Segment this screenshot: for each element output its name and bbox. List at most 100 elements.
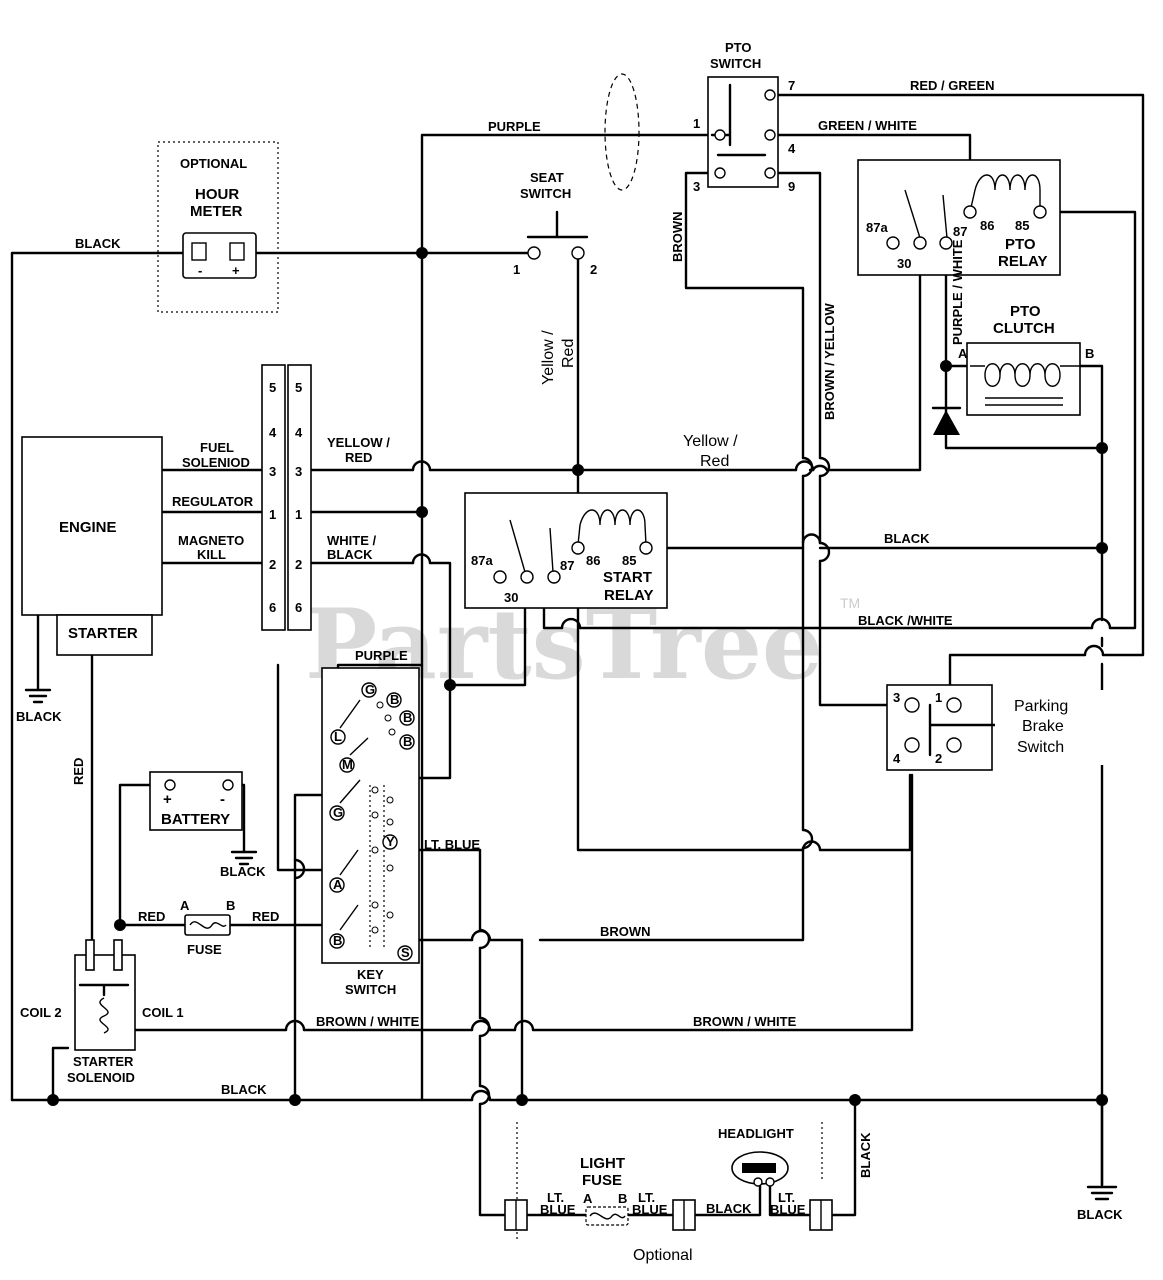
label-parking-brake-t4: 4 <box>893 751 901 766</box>
label-key-switch-pins-4: B <box>403 734 412 749</box>
label-start-relay-t85: 85 <box>622 553 636 568</box>
label-wire-labels-black-right-vert: BLACK <box>858 1132 873 1178</box>
label-wire-labels-white-black2: BLACK <box>327 547 373 562</box>
hour-meter-title-2: METER <box>190 203 243 220</box>
label-wire-labels-yellow-red-v2: Red <box>560 339 577 368</box>
label-fuse-a: A <box>180 898 190 913</box>
label-battery-plus: + <box>163 791 172 808</box>
label-engine-starter: STARTER <box>68 625 138 642</box>
label-light-section-optional: Optional <box>633 1247 693 1264</box>
label-engine-magneto1: MAGNETO <box>178 533 244 548</box>
label-engine-magneto2: KILL <box>197 547 226 562</box>
label-pto-clutch-title2: CLUTCH <box>993 320 1055 337</box>
label-pto-relay-title1: PTO <box>1005 236 1036 253</box>
label-parking-brake-line3: Switch <box>1017 739 1064 756</box>
label-wire-labels-lt1a: LT. <box>547 1190 564 1205</box>
label-wire-labels-black-head: BLACK <box>706 1201 752 1216</box>
label-start-relay-title1: START <box>603 569 652 586</box>
label-parking-brake-line2: Brake <box>1022 718 1064 735</box>
label-wire-labels-purple-mid: PURPLE <box>355 648 408 663</box>
label-seat-switch-title2: SWITCH <box>520 186 571 201</box>
label-key-switch-pins-0: G <box>365 682 375 697</box>
label-wire-labels-red-green: RED / GREEN <box>910 78 995 93</box>
label-wire-labels-green-white: GREEN / WHITE <box>818 118 917 133</box>
label-key-switch-pins-5: M <box>342 757 353 772</box>
label-key-switch-pins-3: L <box>334 729 342 744</box>
label-key-switch-title1: KEY <box>357 967 384 982</box>
label-connector-pins-0: 5 <box>295 380 302 395</box>
label-wire-labels-red-vert: RED <box>71 758 86 785</box>
label-connector-pins-3: 1 <box>269 507 276 522</box>
battery: + - BATTERY <box>149 771 258 866</box>
label-pto-relay-t87: 87 <box>953 224 967 239</box>
label-wire-labels-black-white: BLACK /WHITE <box>858 613 953 628</box>
label-starter-solenoid-coil1: COIL 1 <box>142 1005 184 1020</box>
label-wire-labels-purple-white: PURPLE / WHITE <box>950 239 965 345</box>
label-engine-regulator: REGULATOR <box>172 494 254 509</box>
pto-switch: PTO SWITCH 7 1 4 3 9 <box>604 40 796 194</box>
label-fuse-b: B <box>226 898 235 913</box>
label-engine-title: ENGINE <box>59 519 117 536</box>
label-wire-labels-black-batt: BLACK <box>220 864 266 879</box>
label-engine-fuel1: FUEL <box>200 440 234 455</box>
label-key-switch-pins-6: G <box>333 805 343 820</box>
label-wire-labels-yellow-red-v1: Yellow / <box>540 330 557 385</box>
label-key-switch-pins-1: B <box>390 692 399 707</box>
label-wire-labels-black-top: BLACK <box>75 236 121 251</box>
label-key-switch-pins-10: S <box>401 945 410 960</box>
label-light-section-fuse1: LIGHT <box>580 1155 625 1172</box>
label-connector-pins-2: 3 <box>295 464 302 479</box>
label-engine-fuel2: SOLENIOD <box>182 455 250 470</box>
label-wire-labels-white-black1: WHITE / <box>327 533 376 548</box>
label-wire-labels-black-gnd2: BLACK <box>1077 1207 1123 1222</box>
wire-hops <box>284 456 1112 1106</box>
label-parking-brake-line1: Parking <box>1014 698 1068 715</box>
label-pto-switch-title1: PTO <box>725 40 752 55</box>
label-wire-labels-purple-top: PURPLE <box>488 119 541 134</box>
label-connector-pins-1: 4 <box>295 425 303 440</box>
label-wire-labels-brown-low: BROWN <box>600 924 651 939</box>
label-connector-pins-1: 4 <box>269 425 277 440</box>
label-parking-brake-t1: 1 <box>935 690 942 705</box>
label-seat-switch-t2: 2 <box>590 262 597 277</box>
pto-relay: 87a 30 87 86 85 PTO RELAY <box>857 159 1061 276</box>
label-wire-labels-yellow-red-m1: Yellow / <box>683 433 738 450</box>
label-wire-labels-lt3b: BLUE <box>770 1202 806 1217</box>
label-wire-labels-red2: RED <box>252 909 279 924</box>
label-key-switch-pins-8: A <box>333 877 343 892</box>
label-connector-pins-2: 3 <box>269 464 276 479</box>
label-seat-switch-t1: 1 <box>513 262 520 277</box>
label-start-relay-t86: 86 <box>586 553 600 568</box>
label-starter-solenoid-title1: STARTER <box>73 1054 134 1069</box>
label-pto-relay-title2: RELAY <box>998 253 1047 270</box>
key-switch: G B B L B M G Y A B S KEY SWITCH <box>321 667 420 997</box>
label-light-section-b: B <box>618 1191 627 1206</box>
label-fuse-title: FUSE <box>187 942 222 957</box>
wire-labels: BLACK PURPLE RED / GREEN GREEN / WHITE B… <box>16 78 1123 1222</box>
label-starter-solenoid-title2: SOLENOID <box>67 1070 135 1085</box>
label-pto-clutch-b: B <box>1085 346 1094 361</box>
label-key-switch-title2: SWITCH <box>345 982 396 997</box>
label-light-section-headlight: HEADLIGHT <box>718 1126 794 1141</box>
starter-solenoid: COIL 2 COIL 1 STARTER SOLENOID <box>20 939 184 1085</box>
label-pto-switch-t3: 3 <box>693 179 700 194</box>
start-relay: 87a 30 87 86 85 START RELAY <box>464 492 668 609</box>
label-pto-clutch-a: A <box>958 346 968 361</box>
label-wire-labels-brown-white1: BROWN / WHITE <box>316 1014 420 1029</box>
label-start-relay-t87a: 87a <box>471 553 493 568</box>
label-starter-solenoid-coil2: COIL 2 <box>20 1005 62 1020</box>
label-wire-labels-yellow-red-c1: YELLOW / <box>327 435 390 450</box>
label-start-relay-t87: 87 <box>560 558 574 573</box>
label-connector-pins-3: 1 <box>295 507 302 522</box>
label-wire-labels-lt2a: LT. <box>638 1190 655 1205</box>
label-wire-labels-brown-vert: BROWN <box>670 211 685 262</box>
label-battery-minus: - <box>220 791 225 808</box>
label-pto-clutch-title1: PTO <box>1010 303 1041 320</box>
label-key-switch-pins-9: B <box>333 933 342 948</box>
label-wire-labels-brown-yellow: BROWN / YELLOW <box>822 303 837 420</box>
engine-connector: 5 4 3 1 2 6 5 4 3 1 2 6 <box>261 364 312 631</box>
label-wire-labels-black-bottom: BLACK <box>221 1082 267 1097</box>
label-battery-title: BATTERY <box>161 811 230 828</box>
seat-switch: SEAT SWITCH 1 2 <box>513 170 597 277</box>
hour-meter: OPTIONAL HOUR METER - + <box>157 141 279 313</box>
